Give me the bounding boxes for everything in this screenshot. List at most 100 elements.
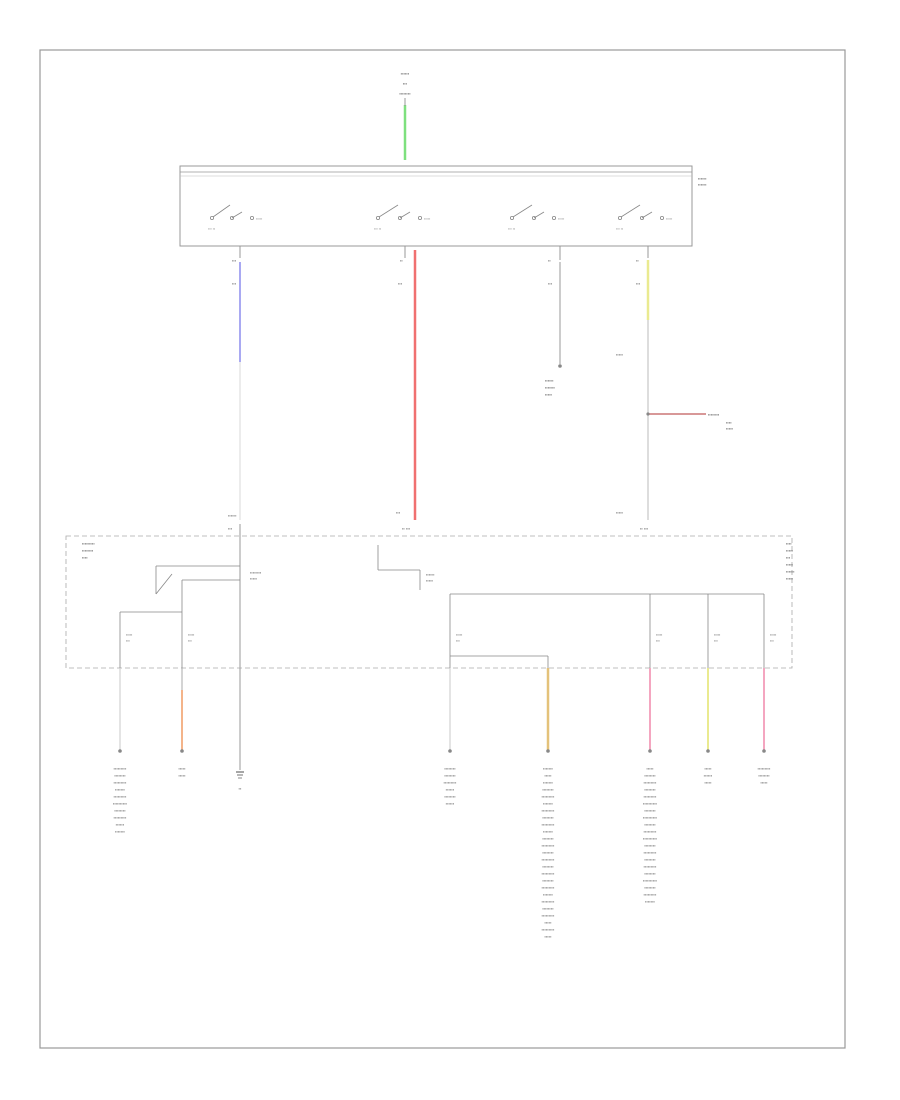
svg-text:▪▪▪▪▪▪▪▪: ▪▪▪▪▪▪▪▪ bbox=[644, 857, 656, 862]
svg-text:▪▪▪: ▪▪▪ bbox=[456, 639, 460, 643]
svg-text:▪▪▪▪▪▪▪▪: ▪▪▪▪▪▪▪▪ bbox=[758, 773, 770, 778]
svg-text:▪▪▪▪▪▪▪: ▪▪▪▪▪▪▪ bbox=[115, 787, 126, 792]
svg-text:▪▪▪▪▪▪▪▪▪▪: ▪▪▪▪▪▪▪▪▪▪ bbox=[113, 801, 128, 806]
svg-text:▪▪▪▪▪▪▪▪▪: ▪▪▪▪▪▪▪▪▪ bbox=[542, 843, 555, 848]
svg-text:▪▪▪: ▪▪▪ bbox=[232, 258, 237, 263]
svg-text:▪▪▪▪▪▪▪▪▪: ▪▪▪▪▪▪▪▪▪ bbox=[114, 780, 127, 785]
svg-text:▪▪▪▪▪▪: ▪▪▪▪▪▪ bbox=[426, 572, 435, 577]
fuse-labels: ▪▪▪▪▪▪▪▪ ▪▪▪▪▪▪▪▪ ▪▪▪▪▪▪▪▪ ▪▪▪▪▪▪▪▪ ▪▪▪▪… bbox=[126, 633, 776, 643]
svg-text:▪▪▪▪▪: ▪▪▪▪▪ bbox=[646, 766, 654, 771]
svg-text:▪▪▪▪▪: ▪▪▪▪▪ bbox=[786, 576, 794, 581]
svg-text:▪▪▪▪▪▪▪▪: ▪▪▪▪▪▪▪▪ bbox=[114, 808, 126, 813]
svg-text:▪▪▪▪▪: ▪▪▪▪▪ bbox=[424, 217, 430, 221]
svg-text:▪▪▪ ▪▪: ▪▪▪ ▪▪ bbox=[208, 227, 215, 231]
svg-text:▪▪▪▪▪▪▪▪: ▪▪▪▪▪▪▪▪ bbox=[542, 850, 554, 855]
destination-labels: ▪▪▪▪▪▪▪▪▪▪▪▪▪▪▪▪▪ ▪▪▪▪▪▪▪▪▪▪▪▪▪▪▪▪ ▪▪▪▪▪… bbox=[113, 766, 771, 939]
top-feed: ▪▪▪▪▪▪ ▪▪▪ ▪▪▪▪▪▪▪▪ bbox=[399, 71, 411, 160]
blower-relay: ▪▪▪▪▪▪ ▪▪▪▪▪ bbox=[377, 545, 765, 668]
svg-text:▪▪▪▪▪▪: ▪▪▪▪▪▪ bbox=[786, 569, 795, 574]
svg-text:▪▪▪▪▪▪▪▪▪: ▪▪▪▪▪▪▪▪▪ bbox=[114, 794, 127, 799]
diagram-border bbox=[39, 49, 846, 1049]
svg-text:▪▪▪▪▪: ▪▪▪▪▪ bbox=[760, 780, 768, 785]
svg-text:▪▪▪▪▪▪▪▪: ▪▪▪▪▪▪▪▪ bbox=[644, 773, 656, 778]
svg-text:▪▪▪▪▪▪▪▪: ▪▪▪▪▪▪▪▪ bbox=[644, 843, 656, 848]
svg-text:▪▪▪▪▪: ▪▪▪▪▪ bbox=[544, 934, 552, 939]
svg-text:▪▪▪▪▪: ▪▪▪▪▪ bbox=[726, 426, 734, 431]
svg-text:▪▪▪: ▪▪▪ bbox=[398, 281, 403, 286]
svg-text:▪▪▪▪▪▪▪▪: ▪▪▪▪▪▪▪▪ bbox=[114, 773, 126, 778]
switch-contact-4 bbox=[618, 204, 665, 220]
svg-text:▪▪▪▪▪▪▪▪: ▪▪▪▪▪▪▪▪ bbox=[644, 787, 656, 792]
svg-text:▪▪▪▪▪▪▪▪: ▪▪▪▪▪▪▪▪ bbox=[542, 836, 554, 841]
output-feeds bbox=[118, 668, 766, 779]
svg-text:▪▪▪▪▪▪▪▪▪: ▪▪▪▪▪▪▪▪▪ bbox=[542, 794, 555, 799]
svg-text:▪▪▪▪▪▪▪▪▪: ▪▪▪▪▪▪▪▪▪ bbox=[542, 857, 555, 862]
svg-text:▪▪ ▪▪▪: ▪▪ ▪▪▪ bbox=[402, 526, 411, 531]
svg-text:▪▪▪▪▪▪▪▪▪: ▪▪▪▪▪▪▪▪▪ bbox=[644, 892, 657, 897]
svg-text:▪▪▪▪▪▪▪▪: ▪▪▪▪▪▪▪▪ bbox=[444, 794, 456, 799]
svg-text:▪▪▪▪▪: ▪▪▪▪▪ bbox=[544, 920, 552, 925]
switch-contact-1 bbox=[209, 204, 254, 220]
svg-text:▪▪: ▪▪ bbox=[636, 258, 639, 263]
start-circuit: ▪▪ ▪▪▪ ▪▪▪▪▪▪ ▪▪▪▪▪▪▪ ▪▪▪▪▪ bbox=[545, 246, 562, 397]
svg-text:▪▪▪▪▪▪▪▪: ▪▪▪▪▪▪▪▪ bbox=[444, 773, 456, 778]
svg-text:▪▪▪▪▪: ▪▪▪▪▪ bbox=[250, 576, 258, 581]
svg-text:▪▪▪▪▪: ▪▪▪▪▪ bbox=[256, 217, 262, 221]
svg-text:▪▪▪▪▪▪: ▪▪▪▪▪▪ bbox=[704, 773, 713, 778]
svg-text:▪▪▪▪▪: ▪▪▪▪▪ bbox=[786, 562, 794, 567]
svg-text:▪▪▪▪▪▪▪▪▪: ▪▪▪▪▪▪▪▪▪ bbox=[644, 794, 657, 799]
svg-text:▪▪▪▪▪▪▪: ▪▪▪▪▪▪▪ bbox=[645, 899, 656, 904]
svg-text:▪▪▪▪▪: ▪▪▪▪▪ bbox=[656, 633, 662, 637]
svg-text:▪▪▪: ▪▪▪ bbox=[636, 281, 641, 286]
svg-text:▪▪▪▪▪▪▪▪▪: ▪▪▪▪▪▪▪▪▪ bbox=[542, 913, 555, 918]
svg-text:▪▪▪: ▪▪▪ bbox=[714, 639, 718, 643]
svg-text:▪▪▪▪▪: ▪▪▪▪▪ bbox=[714, 633, 720, 637]
svg-text:▪▪▪▪▪▪▪: ▪▪▪▪▪▪▪ bbox=[543, 766, 554, 771]
svg-text:▪▪▪▪▪▪▪▪: ▪▪▪▪▪▪▪▪ bbox=[250, 570, 262, 575]
svg-text:▪▪▪▪▪▪▪▪▪: ▪▪▪▪▪▪▪▪▪ bbox=[542, 899, 555, 904]
svg-text:▪▪▪: ▪▪▪ bbox=[548, 281, 553, 286]
svg-text:▪▪▪ ▪▪: ▪▪▪ ▪▪ bbox=[616, 227, 623, 231]
svg-text:▪▪▪▪▪: ▪▪▪▪▪ bbox=[704, 780, 712, 785]
switch-contact-2 bbox=[375, 204, 422, 220]
switch-contacts: ▪▪▪ ▪▪▪▪▪▪▪ ▪▪▪ ▪▪▪▪▪▪▪ ▪▪▪ ▪▪▪▪▪▪▪ ▪▪▪ … bbox=[208, 204, 672, 231]
svg-text:▪▪▪▪▪: ▪▪▪▪▪ bbox=[188, 633, 194, 637]
svg-text:▪▪▪▪▪▪: ▪▪▪▪▪▪ bbox=[116, 822, 125, 827]
svg-text:▪▪▪▪▪: ▪▪▪▪▪ bbox=[786, 548, 794, 553]
svg-text:▪▪▪▪▪▪▪▪▪: ▪▪▪▪▪▪▪▪▪ bbox=[644, 850, 657, 855]
svg-text:▪▪▪ ▪▪: ▪▪▪ ▪▪ bbox=[374, 227, 381, 231]
svg-text:▪▪▪▪▪▪▪▪: ▪▪▪▪▪▪▪▪ bbox=[644, 871, 656, 876]
svg-text:▪▪▪▪▪: ▪▪▪▪▪ bbox=[456, 633, 462, 637]
svg-text:▪▪▪▪▪▪▪: ▪▪▪▪▪▪▪ bbox=[115, 829, 126, 834]
svg-text:▪▪▪▪▪▪▪▪▪: ▪▪▪▪▪▪▪▪▪ bbox=[542, 927, 555, 932]
svg-text:▪▪▪▪▪▪▪▪▪: ▪▪▪▪▪▪▪▪▪ bbox=[644, 829, 657, 834]
accessory-relay: ▪▪▪▪▪▪▪▪ ▪▪▪▪▪ bbox=[119, 565, 262, 668]
svg-text:▪▪▪▪▪▪▪▪▪: ▪▪▪▪▪▪▪▪▪ bbox=[114, 766, 127, 771]
svg-text:▪▪▪▪▪▪: ▪▪▪▪▪▪ bbox=[446, 787, 455, 792]
svg-text:▪▪▪▪▪: ▪▪▪▪▪ bbox=[616, 352, 624, 357]
svg-text:▪▪▪▪▪▪▪▪▪: ▪▪▪▪▪▪▪▪▪ bbox=[758, 766, 771, 771]
fuse-block: ▪▪▪▪ ▪▪▪▪▪ ▪▪▪ ▪▪▪▪▪ ▪▪▪▪▪▪ ▪▪▪▪▪ ▪▪▪▪▪▪… bbox=[65, 535, 795, 669]
svg-text:▪▪▪▪▪▪▪▪▪: ▪▪▪▪▪▪▪▪▪ bbox=[542, 808, 555, 813]
yellow-circuit: ▪▪ ▪▪▪ ▪▪▪▪▪ ▪▪▪▪▪▪▪▪ ▪▪▪▪ ▪▪▪▪▪ ▪▪▪▪▪ ▪… bbox=[616, 246, 734, 531]
svg-text:▪▪▪▪▪: ▪▪▪▪▪ bbox=[544, 773, 552, 778]
svg-text:▪▪▪▪▪▪▪▪: ▪▪▪▪▪▪▪▪ bbox=[644, 808, 656, 813]
ignition-switch-label: ▪▪▪▪▪▪ bbox=[698, 176, 707, 181]
svg-text:▪▪▪▪▪▪▪▪: ▪▪▪▪▪▪▪▪ bbox=[542, 864, 554, 869]
svg-text:▪▪▪: ▪▪▪ bbox=[786, 555, 791, 560]
red-circuit: ▪▪ ▪▪▪ ▪▪▪ ▪▪ ▪▪▪ bbox=[396, 246, 417, 531]
svg-text:▪▪▪▪▪▪▪▪: ▪▪▪▪▪▪▪▪ bbox=[542, 787, 554, 792]
svg-text:▪▪▪▪: ▪▪▪▪ bbox=[82, 555, 88, 560]
svg-text:▪▪▪▪▪▪▪▪▪: ▪▪▪▪▪▪▪▪▪ bbox=[82, 541, 95, 546]
svg-text:▪▪▪▪▪▪▪▪▪▪: ▪▪▪▪▪▪▪▪▪▪ bbox=[643, 836, 658, 841]
svg-text:▪▪: ▪▪ bbox=[239, 786, 242, 791]
svg-text:▪▪▪▪▪▪: ▪▪▪▪▪▪ bbox=[545, 378, 554, 383]
svg-text:▪▪▪▪▪▪: ▪▪▪▪▪▪ bbox=[228, 513, 237, 518]
fuse-block-label: ▪▪▪▪ bbox=[786, 541, 792, 546]
svg-text:▪▪▪▪▪: ▪▪▪▪▪ bbox=[178, 773, 186, 778]
svg-text:▪▪▪▪▪▪▪: ▪▪▪▪▪▪▪ bbox=[543, 801, 554, 806]
svg-text:▪▪▪▪▪▪▪▪▪: ▪▪▪▪▪▪▪▪▪ bbox=[644, 864, 657, 869]
svg-text:▪▪▪: ▪▪▪ bbox=[232, 281, 237, 286]
svg-text:▪▪▪▪▪▪▪▪▪▪: ▪▪▪▪▪▪▪▪▪▪ bbox=[643, 801, 658, 806]
